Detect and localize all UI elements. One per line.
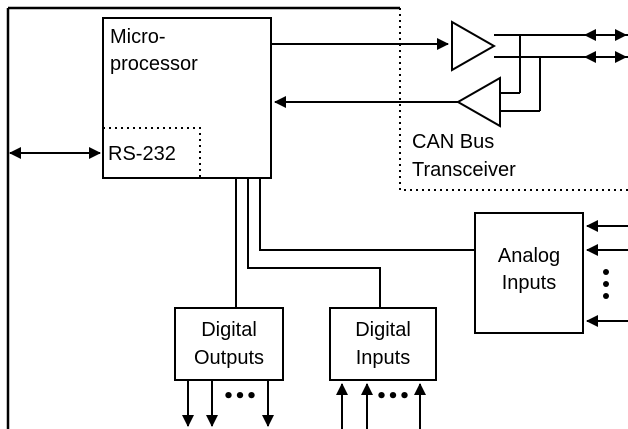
digital-outputs-label-line2: Outputs [194,347,264,369]
analog-inputs-label-line1: Analog [498,245,560,267]
tx-buffer-triangle [451,20,497,72]
digital-inputs-ellipsis: ••• [376,386,411,407]
can-bus-label-line1: CAN Bus [412,131,494,153]
bus-to-digital-inputs [247,178,381,308]
can-bus-dotted-boundary [399,8,628,191]
microprocessor-label-line2: processor [110,53,198,75]
microprocessor-label-line1: Micro- [110,26,166,48]
rs232-dotted-boundary [103,127,201,178]
analog-ellipsis-dot [603,281,609,287]
analog-inputs-label-line2: Inputs [502,272,556,294]
digital-inputs-block [329,307,437,381]
analog-ellipsis-dot [603,269,609,275]
rx-buffer-triangle [455,76,501,128]
analog-ellipsis-dot [603,293,609,299]
digital-outputs-ellipsis: ••• [223,386,258,407]
can-bus-label-line2: Transceiver [412,159,516,181]
bus-to-analog-inputs [259,178,475,251]
rs232-label: RS-232 [108,143,176,165]
digital-outputs-block [174,307,284,381]
digital-outputs-label-line1: Digital [201,319,257,341]
microprocessor-block [102,17,272,179]
digital-inputs-label-line1: Digital [355,319,411,341]
digital-inputs-label-line2: Inputs [356,347,410,369]
analog-inputs-block [474,212,584,334]
